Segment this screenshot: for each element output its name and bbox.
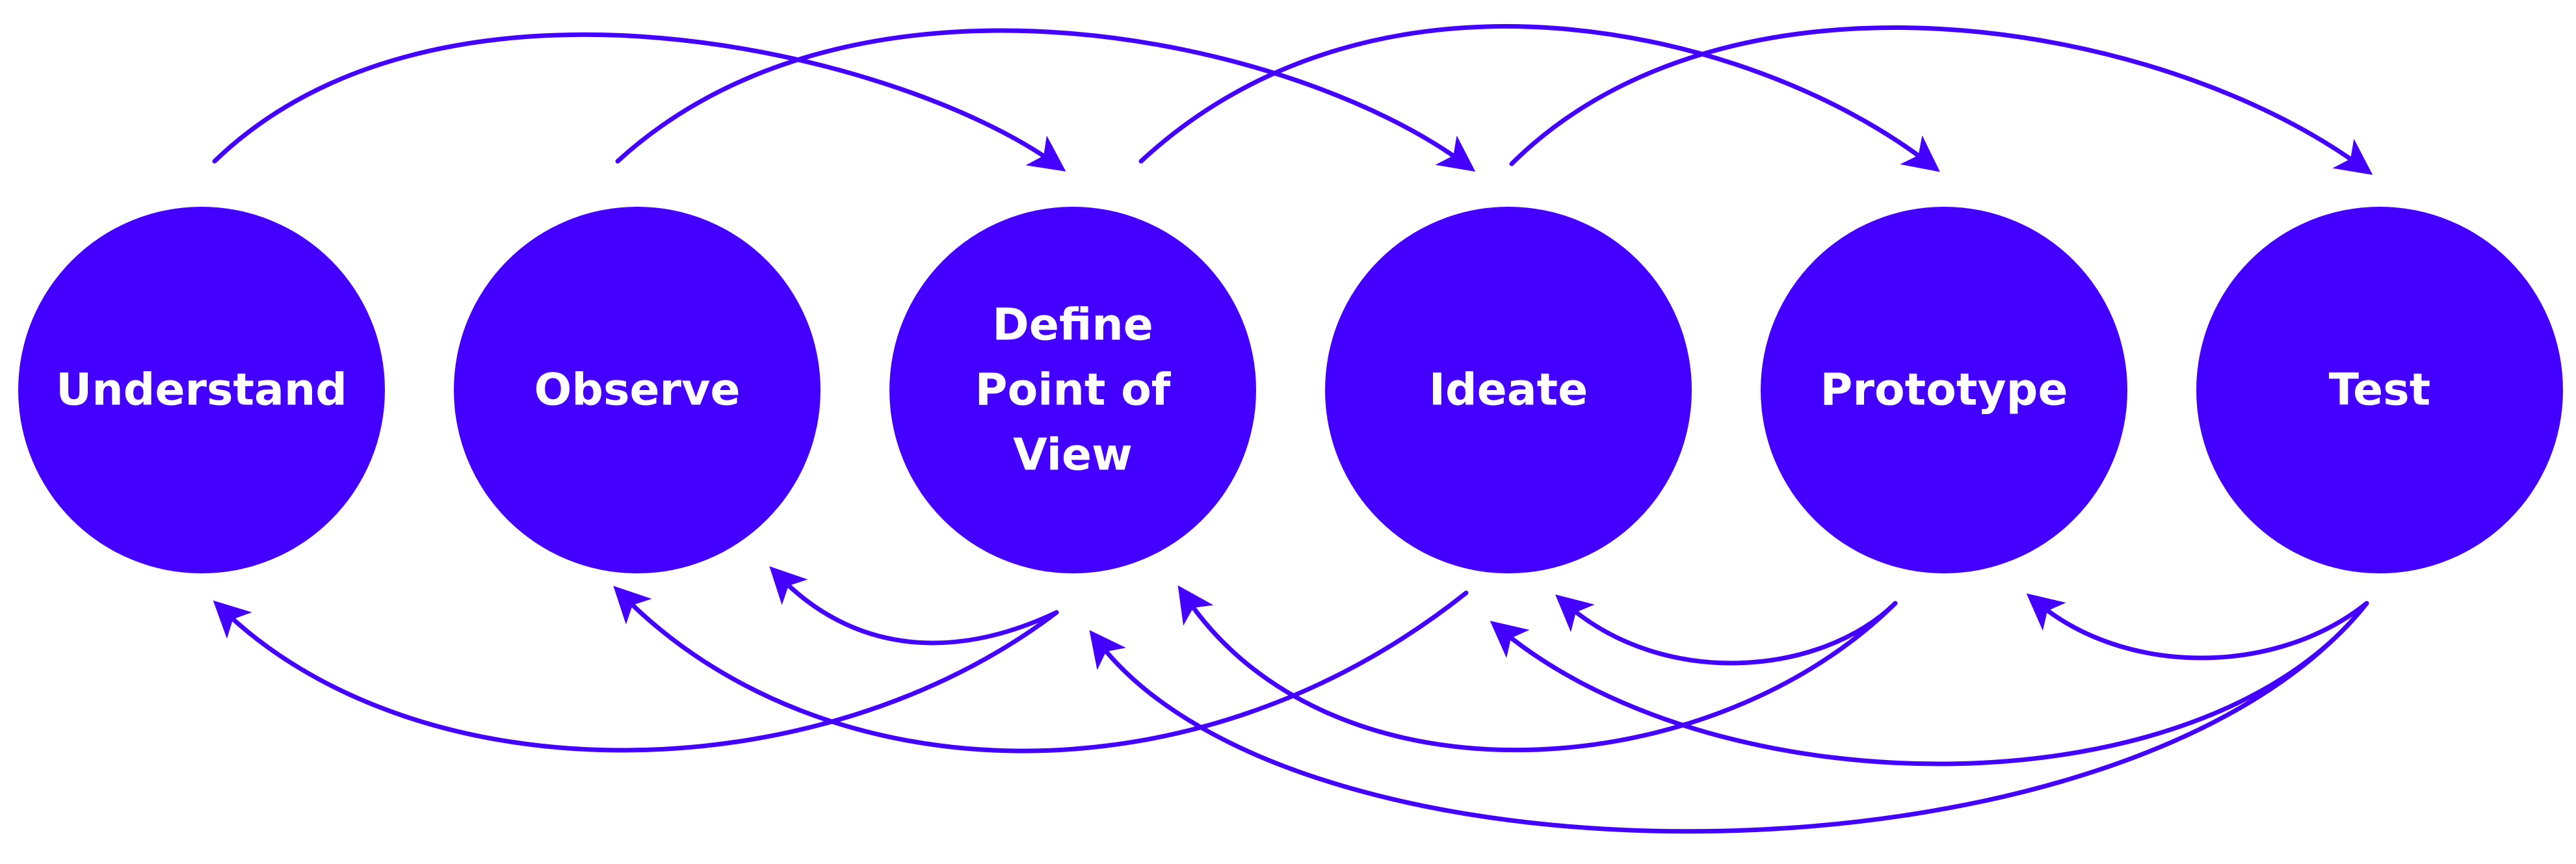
feedback-arrow-define-point-of-view-to-understand	[213, 600, 1059, 753]
forward-arrow-understand-to-define-point-of-view	[212, 32, 1066, 172]
stage-label: Test	[2329, 365, 2430, 416]
stage-label: View	[1013, 430, 1133, 481]
feedback-arrow-test-to-define-point-of-view	[1089, 601, 2369, 834]
stage-label: Ideate	[1429, 365, 1588, 416]
feedback-arrow-define-point-of-view-to-observe	[769, 566, 1059, 646]
stage-circle	[1761, 207, 2127, 573]
stage-circle	[1325, 207, 1692, 573]
stage-label: Understand	[56, 365, 347, 416]
stage-circle	[2196, 207, 2563, 573]
stage-circle	[454, 207, 821, 573]
stage-label: Prototype	[1820, 365, 2068, 416]
stage-label: Observe	[534, 365, 740, 416]
feedback-arrow-prototype-to-ideate	[1555, 594, 1898, 666]
stage-ideate: Ideate	[1325, 207, 1692, 573]
feedback-arrow-test-to-ideate	[1490, 601, 2369, 766]
stage-understand: Understand	[18, 207, 385, 573]
stage-observe: Observe	[454, 207, 821, 573]
stage-prototype: Prototype	[1761, 207, 2127, 573]
stage-circle	[889, 207, 1256, 573]
stage-test: Test	[2196, 207, 2563, 573]
arrows-layer	[212, 24, 2373, 834]
feedback-arrow-ideate-to-observe	[613, 586, 1469, 753]
feedback-arrow-test-to-prototype	[2026, 593, 2369, 661]
forward-arrow-define-point-of-view-to-prototype	[1138, 24, 1940, 172]
stage-label: Define	[992, 300, 1153, 351]
forward-arrow-observe-to-ideate	[615, 28, 1476, 172]
stage-circle	[18, 207, 385, 573]
forward-arrow-ideate-to-test	[1509, 25, 2373, 175]
feedback-arrow-prototype-to-define-point-of-view	[1177, 585, 1898, 752]
stage-label: Point of	[975, 365, 1172, 416]
